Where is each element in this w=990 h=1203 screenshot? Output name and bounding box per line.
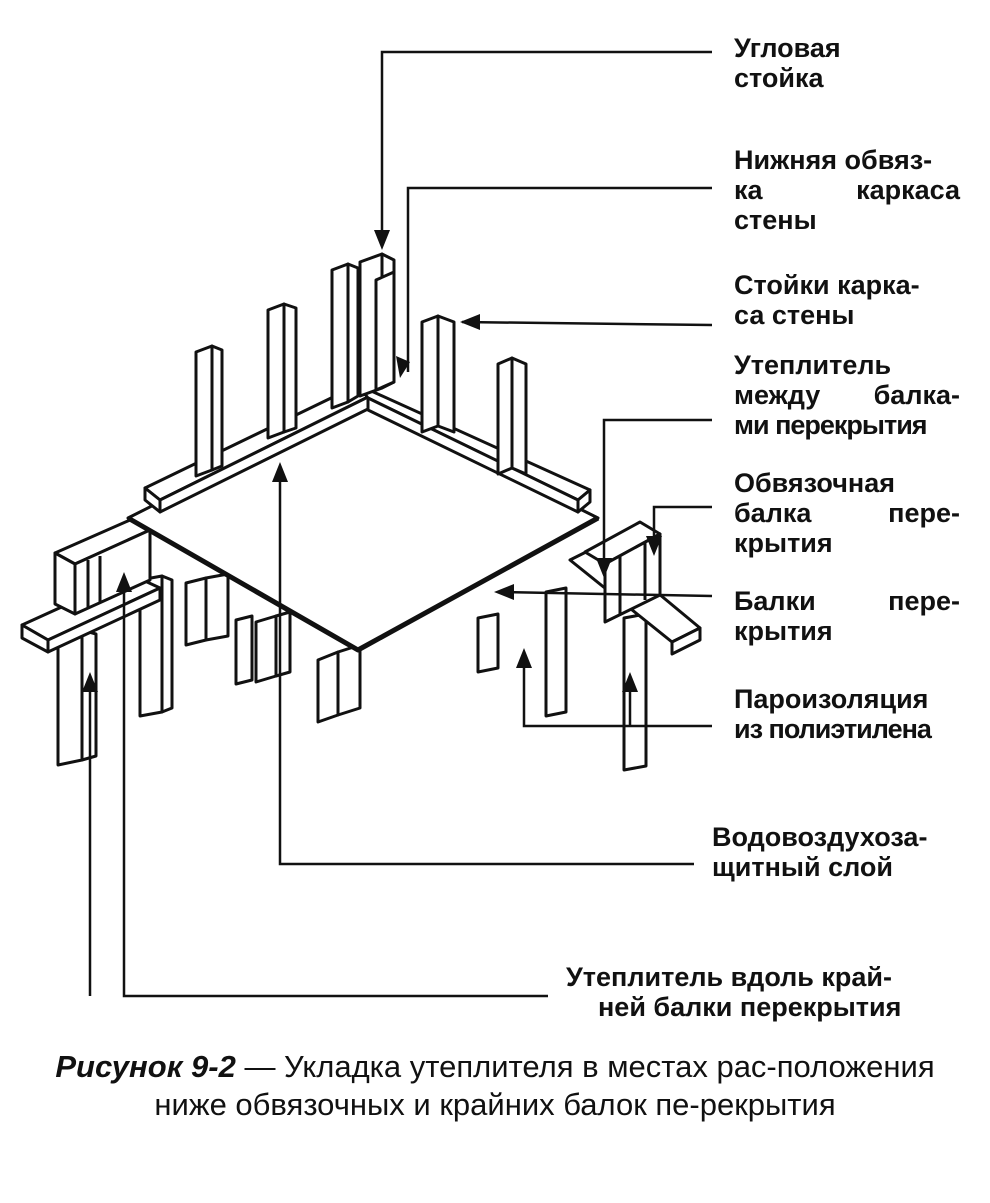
label-vapor-barrier: Пароизоляция из полиэтилена xyxy=(734,684,932,744)
label-line: Водовоздухоза- xyxy=(712,822,928,852)
caption-text: — Укладка утеплителя в местах рас-положе… xyxy=(154,1049,935,1122)
label-line: балка пере- xyxy=(734,498,960,528)
label-floor-joists: Балки пере- крытия xyxy=(734,586,960,646)
label-line: крытия xyxy=(734,616,833,646)
label-line: Угловая xyxy=(734,33,841,63)
label-line: Утеплитель вдоль край- xyxy=(566,962,893,992)
label-bottom-plate: Нижняя обвяз- ка каркаса стены xyxy=(734,145,960,235)
label-line: стены xyxy=(734,205,817,235)
label-line: из полиэтилена xyxy=(734,714,932,744)
label-line: Утеплитель xyxy=(734,350,892,380)
label-corner-post: Угловая стойка xyxy=(734,33,841,93)
label-line: Нижняя обвяз- xyxy=(734,145,933,175)
framing-drawing xyxy=(20,50,713,998)
label-line: ми перекрытия xyxy=(734,410,928,440)
label-rim-joist: Обвязочная балка пере- крытия xyxy=(734,468,960,558)
figure-caption: Рисунок 9-2 — Укладка утеплителя в места… xyxy=(20,1048,970,1124)
label-wind-barrier: Водовоздухоза- щитный слой xyxy=(712,822,927,882)
label-wall-studs: Стойки карка- са стены xyxy=(734,270,920,330)
label-line: Пароизоляция xyxy=(734,684,929,714)
label-line: стойка xyxy=(734,63,824,93)
support-posts xyxy=(56,574,648,772)
label-line: Балки пере- xyxy=(734,586,960,616)
label-line: ка каркаса xyxy=(734,175,960,205)
label-line: крытия xyxy=(734,528,833,558)
label-line: са стены xyxy=(734,300,855,330)
label-line: Стойки карка- xyxy=(734,270,920,300)
wall-studs xyxy=(194,262,528,478)
corner-post xyxy=(358,252,396,398)
label-line: щитный слой xyxy=(712,852,893,882)
label-edge-insulation: Утеплитель вдоль край- ней балки перекры… xyxy=(566,962,958,1022)
label-line: между балка- xyxy=(734,380,960,410)
label-insulation-between-joists: Утеплитель между балка- ми перекрытия xyxy=(734,350,960,440)
figure-number: Рисунок 9-2 xyxy=(55,1049,236,1084)
label-line: ней балки перекрытия xyxy=(598,992,902,1022)
label-line: Обвязочная xyxy=(734,468,895,498)
